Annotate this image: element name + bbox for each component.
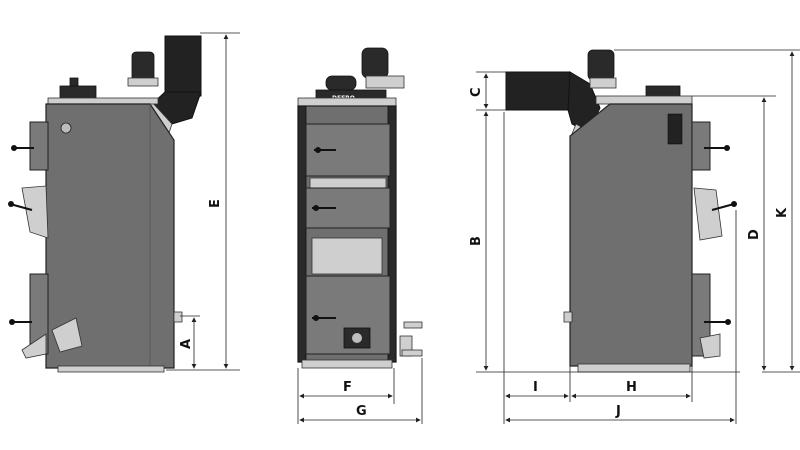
front-fan-unit bbox=[361, 47, 389, 79]
right-upper-door bbox=[691, 121, 711, 171]
front-top-plate bbox=[297, 97, 397, 107]
dim-label-e: E bbox=[208, 199, 223, 208]
right-middle-door bbox=[693, 187, 723, 241]
right-base-plate bbox=[577, 363, 691, 373]
dim-label-g: G bbox=[356, 404, 367, 419]
fan-base bbox=[127, 77, 159, 87]
front-fitting-upper bbox=[403, 321, 423, 329]
dim-label-f: F bbox=[343, 380, 352, 395]
right-flue-pipe bbox=[505, 71, 571, 111]
cleanout-flap bbox=[51, 317, 83, 353]
front-view: DEFRO bbox=[297, 47, 423, 369]
flue-pipe-vertical bbox=[164, 35, 202, 97]
front-strip bbox=[309, 177, 387, 189]
dim-label-j: J bbox=[615, 404, 621, 419]
right-ash-plate bbox=[699, 333, 721, 359]
upper-door bbox=[29, 121, 49, 171]
dim-label-c: C bbox=[469, 87, 484, 97]
dim-label-a: A bbox=[179, 339, 194, 349]
right-lower-door bbox=[691, 273, 711, 357]
thermometer-icon bbox=[60, 122, 72, 134]
dim-label-h: H bbox=[626, 380, 637, 395]
right-fan-unit bbox=[587, 49, 615, 81]
dim-label-d: D bbox=[747, 229, 762, 240]
controller-cap bbox=[69, 77, 79, 87]
right-dimensions: C B D K I H J bbox=[469, 49, 800, 424]
rating-plate bbox=[667, 113, 683, 145]
top-plate bbox=[47, 97, 159, 105]
dim-label-b: B bbox=[469, 236, 484, 246]
right-outlet-stub bbox=[563, 311, 573, 323]
left-side-view bbox=[8, 35, 202, 373]
middle-door bbox=[21, 185, 49, 239]
front-dimensions: F G bbox=[297, 358, 423, 424]
fan-unit bbox=[131, 51, 155, 83]
front-base bbox=[301, 359, 393, 369]
right-side-view bbox=[505, 49, 737, 373]
dim-label-i: I bbox=[533, 380, 538, 395]
front-gap-panel bbox=[311, 237, 383, 275]
ash-plate bbox=[21, 333, 47, 359]
base-plate bbox=[57, 365, 165, 373]
left-dimensions: E A bbox=[166, 32, 240, 371]
right-top-plate bbox=[595, 95, 693, 105]
dim-label-k: K bbox=[775, 207, 790, 218]
front-fan-housing bbox=[365, 75, 405, 89]
outlet-stub bbox=[173, 311, 183, 323]
front-controller bbox=[325, 75, 357, 91]
